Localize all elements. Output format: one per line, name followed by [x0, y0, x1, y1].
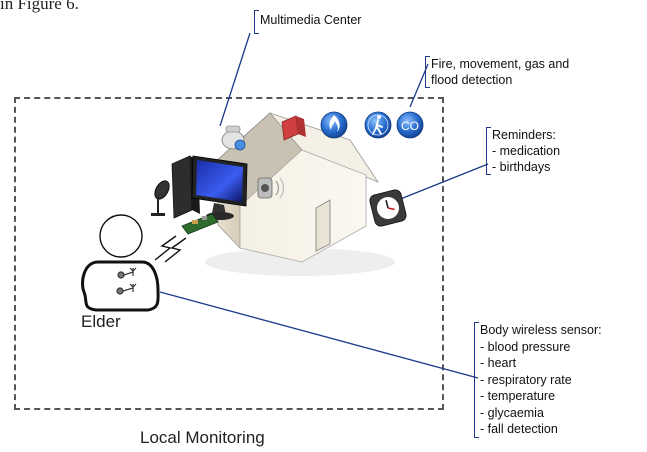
elder-label: Elder: [81, 312, 121, 331]
local-monitoring-label: Local Monitoring: [140, 428, 265, 447]
leader-multimedia: [219, 32, 251, 127]
callout-reminders: Reminders: - medication - birthdays: [486, 127, 561, 175]
callout-body-sensor: Body wireless sensor: - blood pressure -…: [474, 322, 602, 438]
gas-icon: CO: [396, 111, 424, 139]
body-sensor-item: - respiratory rate: [480, 372, 572, 387]
wireless-signal-icon: [154, 235, 187, 263]
body-sensor-item: - fall detection: [480, 422, 558, 436]
leader-reminders: [387, 163, 489, 205]
detection-label-line-2: flood detection: [431, 73, 513, 87]
reminders-item-birthdays: - birthdays: [492, 160, 551, 174]
caption-fragment: in Figure 6.: [0, 0, 79, 13]
clock-icon: [369, 189, 407, 227]
body-sensor-item: - heart: [480, 356, 517, 370]
leader-body-sensor: [159, 291, 479, 379]
body-sensor-item: - blood pressure: [480, 339, 571, 354]
callout-multimedia-center: Multimedia Center: [254, 10, 362, 34]
callout-bracket: [254, 10, 259, 34]
callout-bracket: [425, 56, 430, 88]
fire-icon: [320, 111, 348, 139]
house-shadow: [205, 248, 395, 276]
body-sensor-item: - temperature: [480, 389, 556, 403]
body-sensor-icon: [116, 267, 137, 295]
detection-icons: CO: [320, 111, 424, 139]
gateway-board-icon: [181, 213, 219, 235]
detection-label-line-1: Fire, movement, gas and: [431, 57, 570, 71]
multimedia-center-label: Multimedia Center: [260, 13, 362, 27]
leader-lines: [159, 32, 489, 379]
callout-bracket: [474, 322, 479, 438]
movement-icon: [364, 111, 392, 139]
webcam-icon: [221, 125, 246, 151]
elder-figure-icon: [81, 214, 160, 312]
reminders-title: Reminders:: [492, 128, 556, 142]
microphone-icon: [151, 180, 170, 216]
callout-detection: Fire, movement, gas and flood detection: [425, 56, 570, 88]
svg-text:CO: CO: [401, 119, 419, 133]
body-sensor-title: Body wireless sensor:: [480, 323, 602, 337]
callout-bracket: [486, 127, 491, 175]
body-sensor-item: - glycaemia: [480, 405, 544, 420]
speaker-icon: [257, 177, 285, 199]
reminders-item-medication: - medication: [492, 144, 561, 158]
